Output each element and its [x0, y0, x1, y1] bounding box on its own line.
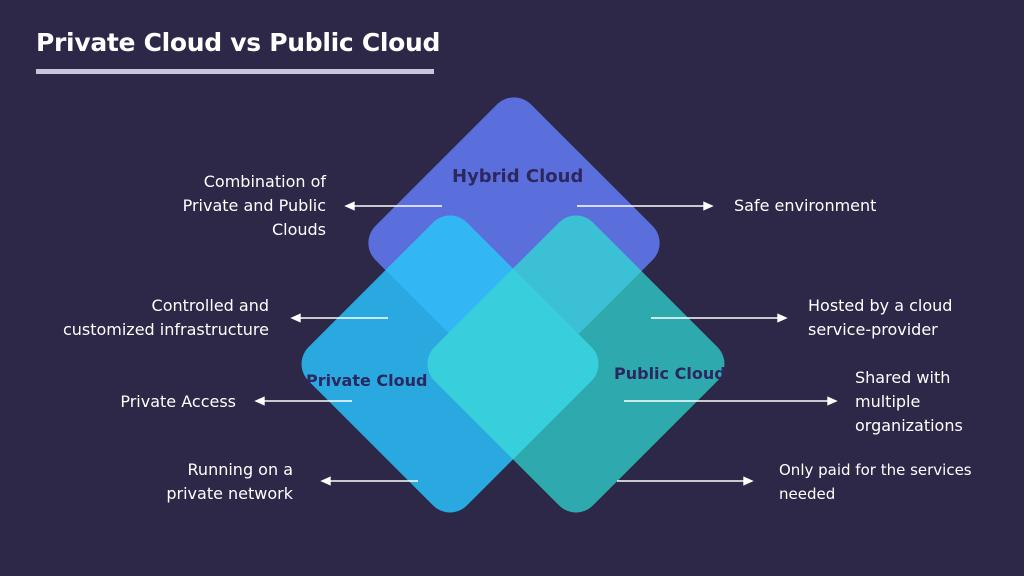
- public-cloud-label: Public Cloud: [614, 364, 726, 383]
- page-title: Private Cloud vs Public Cloud: [36, 28, 441, 57]
- note-hybrid-safe: Safe environment: [734, 196, 877, 215]
- private-cloud-label: Private Cloud: [306, 371, 428, 390]
- note-private-access: Private Access: [120, 392, 236, 411]
- title-underline: [36, 69, 434, 74]
- private-public-overlap: [427, 215, 609, 513]
- hybrid-cloud-label: Hybrid Cloud: [452, 166, 584, 187]
